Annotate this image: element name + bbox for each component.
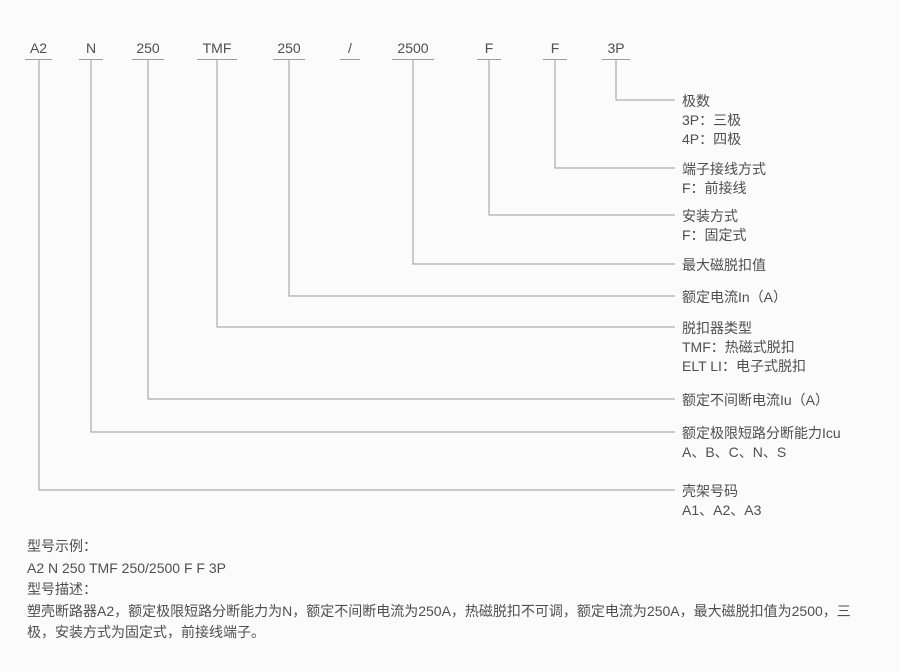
connector-frame-number bbox=[38, 60, 675, 491]
legend-item: A1、A2、A3 bbox=[682, 502, 762, 518]
legend-item: F：固定式 bbox=[682, 227, 747, 243]
connector-max-magnetic-trip bbox=[412, 60, 675, 265]
legend-uninterrupted-current: 额定不间断电流Iu（A） bbox=[682, 391, 829, 410]
code-breaking-capacity: N bbox=[79, 39, 103, 60]
code-max-magnetic-trip: 2500 bbox=[392, 39, 434, 60]
legend-title: 安装方式 bbox=[682, 208, 738, 224]
connector-rated-current bbox=[288, 60, 675, 297]
legend-breaking-capacity: 额定极限短路分断能力Icu A、B、C、N、S bbox=[682, 424, 841, 462]
legend-title: 额定不间断电流Iu（A） bbox=[682, 392, 830, 408]
connector-trip-unit-type bbox=[216, 60, 675, 328]
connector-uninterrupted-current bbox=[147, 60, 675, 400]
footer-text: 型号示例： A2 N 250 TMF 250/2500 F F 3P 型号描述：… bbox=[27, 536, 873, 644]
legend-mounting-type: 安装方式 F：固定式 bbox=[682, 207, 747, 245]
legend-terminal-connection: 端子接线方式 F：前接线 bbox=[682, 160, 766, 198]
connector-terminal-connection bbox=[554, 60, 675, 169]
legend-title: 最大磁脱扣值 bbox=[682, 257, 766, 273]
legend-rated-current: 额定电流In（A） bbox=[682, 288, 787, 307]
connector-poles bbox=[615, 60, 675, 101]
legend-trip-unit-type: 脱扣器类型 TMF：热磁式脱扣 ELT LI：电子式脱扣 bbox=[682, 319, 806, 376]
legend-title: 额定电流In（A） bbox=[682, 289, 788, 305]
code-separator: / bbox=[340, 39, 360, 60]
legend-item: F：前接线 bbox=[682, 180, 747, 196]
legend-item: ELT LI：电子式脱扣 bbox=[682, 358, 806, 374]
legend-title: 壳架号码 bbox=[682, 483, 738, 499]
legend-title: 端子接线方式 bbox=[682, 161, 766, 177]
code-poles: 3P bbox=[602, 39, 630, 60]
legend-title: 极数 bbox=[682, 93, 710, 109]
legend-item: 4P：四极 bbox=[682, 131, 742, 147]
code-terminal-connection: F bbox=[543, 39, 567, 60]
code-rated-current: 250 bbox=[273, 39, 305, 60]
code-frame-number: A2 bbox=[25, 39, 52, 60]
code-mounting-type: F bbox=[477, 39, 501, 60]
legend-poles: 极数 3P：三极 4P：四极 bbox=[682, 92, 741, 149]
model-description-label: 型号描述： bbox=[27, 581, 97, 597]
legend-title: 额定极限短路分断能力Icu bbox=[682, 425, 841, 441]
model-example-value: A2 N 250 TMF 250/2500 F F 3P bbox=[27, 559, 226, 576]
legend-item: TMF：热磁式脱扣 bbox=[682, 339, 795, 355]
connector-breaking-capacity bbox=[90, 60, 675, 433]
code-uninterrupted-current: 250 bbox=[132, 39, 164, 60]
legend-item: A、B、C、N、S bbox=[682, 444, 787, 460]
legend-frame-number: 壳架号码 A1、A2、A3 bbox=[682, 482, 761, 520]
code-trip-unit-type: TMF bbox=[197, 39, 237, 60]
legend-max-magnetic-trip: 最大磁脱扣值 bbox=[682, 256, 766, 275]
model-description-value: 塑壳断路器A2，额定极限短路分断能力为N，额定不间断电流为250A，热磁脱扣不可… bbox=[27, 602, 851, 641]
connector-lines bbox=[38, 60, 675, 491]
connector-mounting-type bbox=[488, 60, 675, 216]
model-example-label: 型号示例： bbox=[27, 538, 97, 554]
legend-title: 脱扣器类型 bbox=[682, 320, 752, 336]
legend-item: 3P：三极 bbox=[682, 112, 742, 128]
